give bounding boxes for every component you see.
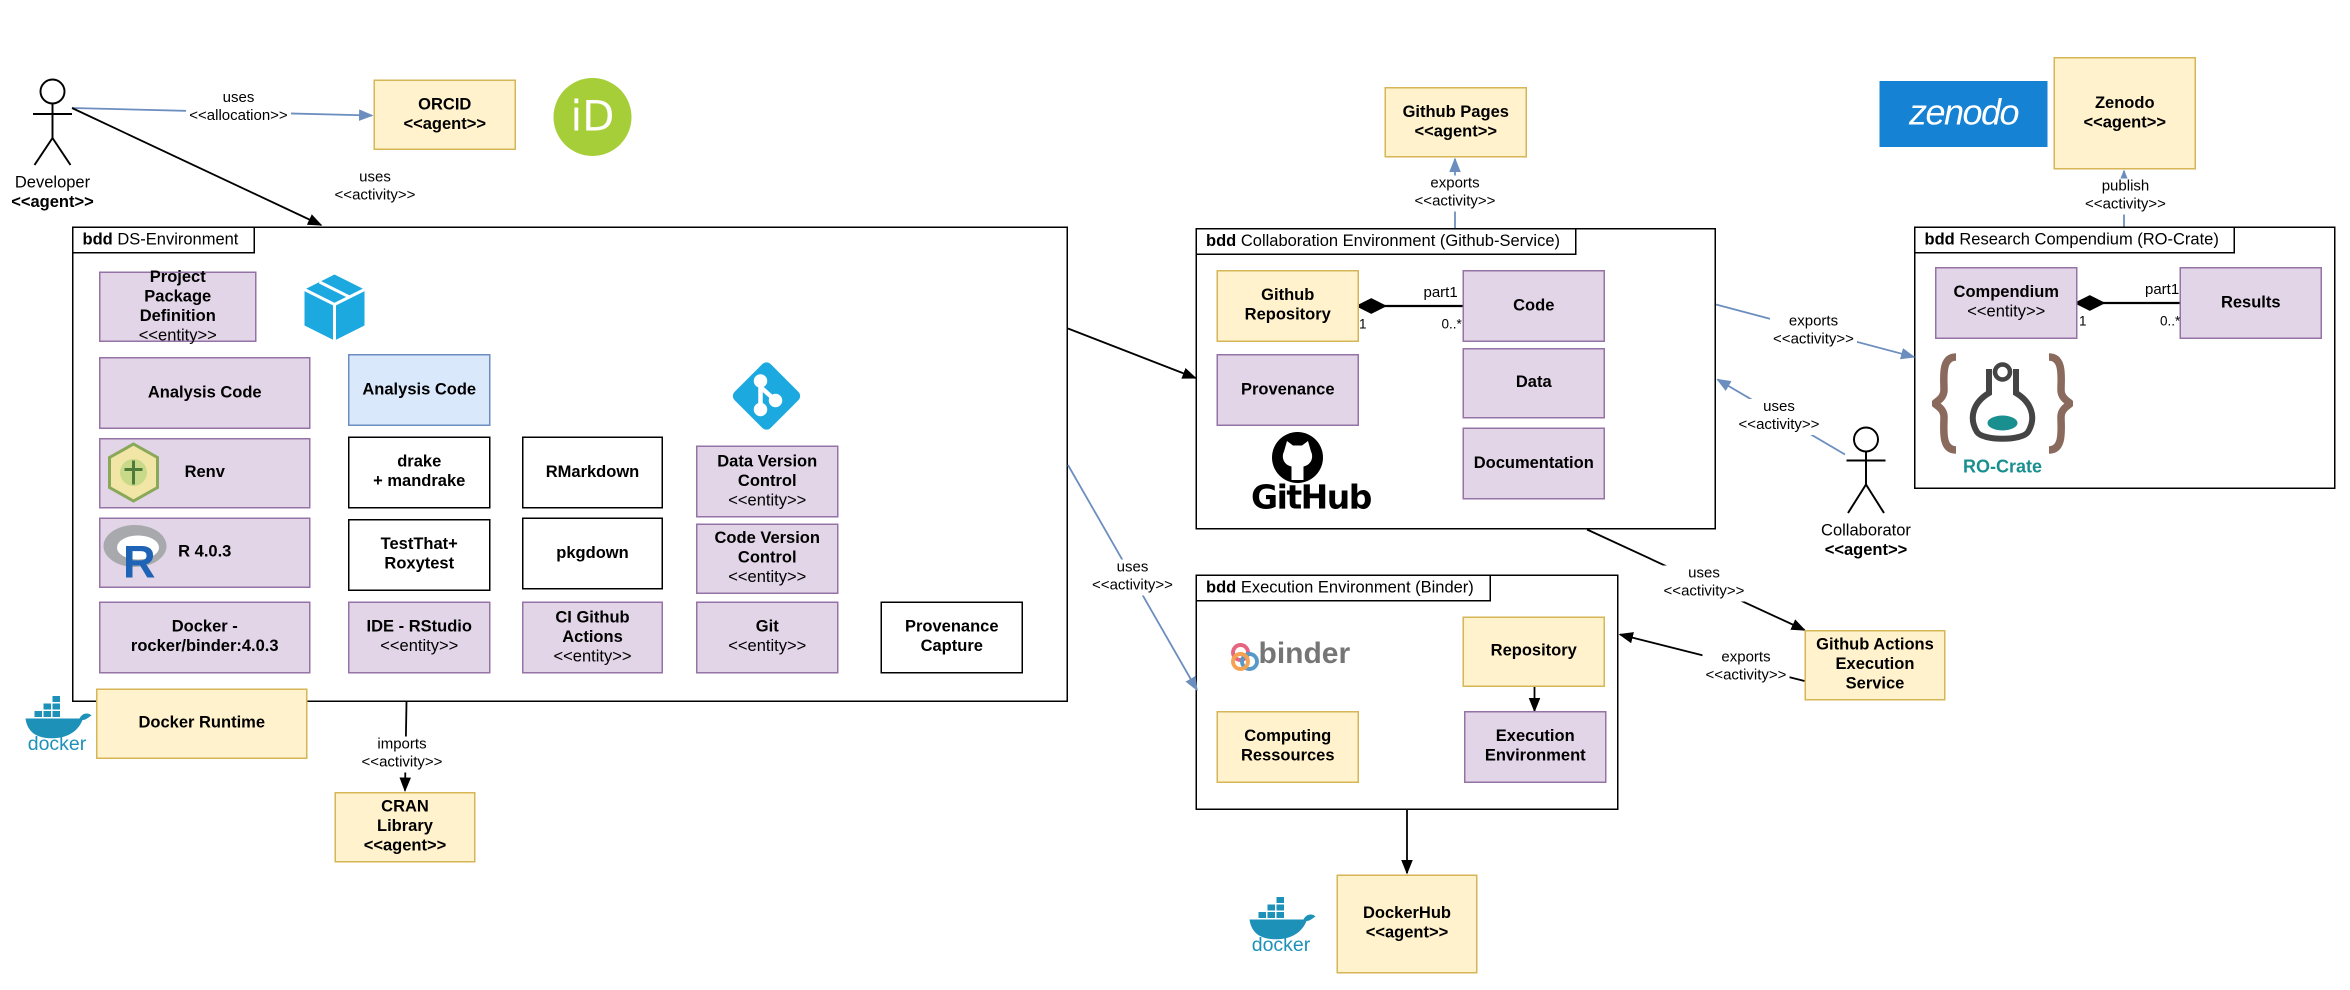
label-collaborator: uses<<activity>> — [1735, 399, 1823, 435]
developer-actor-figure — [33, 78, 72, 166]
data-entity: Data — [1462, 348, 1605, 419]
collaborator-actor-figure — [1846, 426, 1886, 514]
github-logo: GitHub — [1248, 431, 1372, 518]
git-entity: Git<<entity>> — [696, 601, 839, 674]
edge-ds-collab — [1067, 327, 1197, 379]
docker-logo-bottom: docker — [1244, 891, 1319, 957]
developer-actor: Developer<<agent>> — [11, 174, 94, 212]
label-collab-rc: exports<<activity>> — [1770, 313, 1857, 350]
rc-part-label: part1 — [2145, 282, 2180, 299]
orcid-agent: ORCID<<agent>> — [373, 79, 516, 150]
ide-rstudio-entity: IDE - RStudio<<entity>> — [348, 601, 491, 674]
label-gha-uses: uses<<activity>> — [1660, 565, 1748, 602]
research-compendium-frame: bdd Research Compendium (RO-Crate) — [1914, 226, 2336, 489]
composition-mult-one: 1 — [1359, 316, 1367, 332]
rc-mult-many: 0..* — [2160, 313, 2181, 329]
composition-part-label: part1 — [1423, 285, 1458, 302]
label-dev-ds: uses<<activity>> — [330, 169, 420, 206]
orcid-logo: iD — [553, 78, 632, 156]
git-logo-icon — [731, 360, 803, 432]
label-cran: imports<<activity>> — [357, 736, 447, 773]
rmarkdown-block: RMarkdown — [522, 436, 663, 509]
testthat-roxytest-block: TestThat+Roxytest — [348, 519, 491, 591]
collaboration-environment-title: bdd Collaboration Environment (Github-Se… — [1197, 229, 1577, 255]
docker-binder-entity: Docker -rocker/binder:4.0.3 — [99, 601, 311, 674]
analysis-code-block: Analysis Code — [348, 354, 491, 426]
results-entity: Results — [2179, 267, 2322, 339]
research-compendium-title: bdd Research Compendium (RO-Crate) — [1915, 228, 2236, 254]
composition-mult-many: 0..* — [1441, 316, 1462, 332]
label-dev-orcid: uses<<allocation>> — [186, 90, 291, 126]
svg-text:R: R — [123, 537, 156, 581]
r-logo-icon: R — [102, 521, 171, 588]
analysis-code-entity: Analysis Code — [99, 357, 311, 429]
zenodo-agent: Zenodo<<agent>> — [2053, 57, 2196, 170]
code-entity: Code — [1462, 270, 1605, 342]
ro-crate-logo: RO-Crate — [1931, 351, 2074, 480]
documentation-entity: Documentation — [1462, 427, 1605, 500]
label-gha-exports: exports<<activity>> — [1702, 649, 1790, 686]
renv-hex-icon — [107, 442, 161, 503]
binder-logo: binder — [1229, 638, 1367, 677]
label-ds-binder: uses<<activity>> — [1087, 559, 1178, 596]
github-pages-agent: Github Pages<<agent>> — [1384, 87, 1527, 158]
provenance-entity: Provenance — [1216, 354, 1359, 426]
collaborator-actor: Collaborator<<agent>> — [1821, 522, 1911, 560]
ds-environment-title: bdd DS-Environment — [73, 228, 255, 254]
dockerhub-agent: DockerHub<<agent>> — [1336, 874, 1478, 974]
zenodo-logo: zenodo — [1879, 81, 2048, 147]
label-zenodo: publish<<activity>> — [2082, 178, 2169, 215]
compendium-entity: Compendium<<entity>> — [1935, 267, 2078, 339]
pkgdown-block: pkgdown — [522, 517, 663, 590]
repository-agent: Repository — [1462, 616, 1605, 687]
drake-mandrake-block: drake+ mandrake — [348, 436, 491, 509]
docker-runtime-agent: Docker Runtime — [96, 688, 308, 759]
package-box-icon — [302, 272, 368, 344]
label-pages: exports<<activity>> — [1410, 175, 1500, 212]
execution-environment-title: bdd Execution Environment (Binder) — [1197, 576, 1491, 602]
docker-logo-left: docker — [20, 690, 95, 756]
rc-mult-one: 1 — [2079, 313, 2087, 329]
